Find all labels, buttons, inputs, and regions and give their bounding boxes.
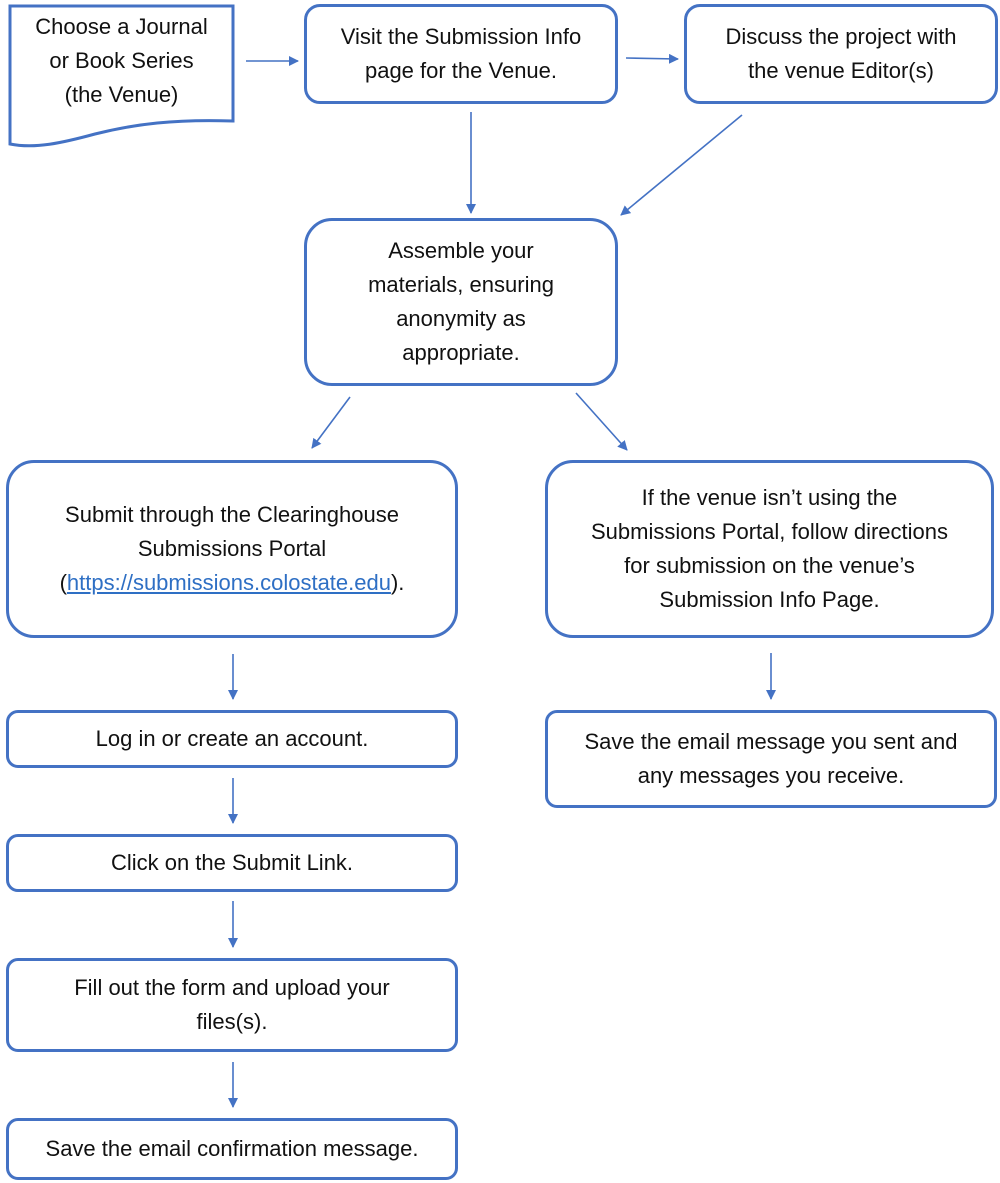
submit-portal-paren-open: ( (59, 570, 67, 596)
click-submit-text: Click on the Submit Link. (110, 849, 354, 875)
submissions-portal-link[interactable]: https://submissions.colostate.edu (66, 570, 391, 596)
arrow-assemble-to-not-using-portal (575, 392, 628, 451)
assemble-materials-line-2: materials, ensuring (368, 271, 554, 297)
arrow-visit-to-discuss (625, 53, 679, 64)
log-in-text: Log in or create an account. (95, 725, 369, 751)
submit-portal-line-1: Submit through the Clearinghouse (65, 501, 399, 527)
log-in-node: Log in or create an account. (6, 710, 458, 768)
save-confirmation-node: Save the email confirmation message. (6, 1118, 458, 1180)
choose-venue-line-1: Choose a Journal (35, 14, 208, 39)
fill-form-line-2: files(s). (196, 1009, 268, 1034)
save-email-sent-node: Save the email message you sent and any … (545, 710, 997, 808)
submit-portal-node: Submit through the Clearinghouse Submiss… (6, 460, 458, 638)
visit-submission-info-line-2: page for the Venue. (364, 58, 558, 83)
arrow-assemble-to-submit-portal (311, 396, 351, 449)
assemble-materials-line-4: appropriate. (402, 340, 520, 366)
submit-portal-line-3: (https://submissions.colostate.edu). (60, 566, 405, 600)
submit-portal-paren-close: ). (390, 570, 405, 596)
arrow-discuss-to-assemble (620, 114, 743, 216)
not-using-portal-line-2: Submissions Portal, follow directions (590, 518, 949, 544)
submit-portal-line-2: Submissions Portal (137, 535, 327, 561)
assemble-materials-line-1: Assemble your (388, 237, 534, 263)
fill-form-line-1: Fill out the form and upload your (74, 974, 390, 1000)
save-email-sent-line-1: Save the email message you sent and (584, 728, 958, 754)
not-using-portal-line-4: Submission Info Page. (659, 587, 880, 613)
choose-venue-line-2: or Book Series (49, 48, 194, 74)
save-email-sent-line-2: any messages you receive. (637, 763, 905, 788)
visit-submission-info-node: Visit the Submission Info page for the V… (304, 4, 618, 104)
save-confirmation-text: Save the email confirmation message. (45, 1135, 419, 1161)
visit-submission-info-line-1: Visit the Submission Info (340, 23, 582, 49)
discuss-project-node: Discuss the project with the venue Edito… (684, 4, 998, 104)
discuss-project-line-2: the venue Editor(s) (748, 58, 934, 83)
not-using-portal-line-1: If the venue isn’t using the (641, 484, 898, 510)
discuss-project-line-1: Discuss the project with (725, 23, 957, 49)
choose-venue-node: Choose a Journal or Book Series (the Ven… (10, 10, 233, 120)
click-submit-node: Click on the Submit Link. (6, 834, 458, 892)
assemble-materials-line-3: anonymity as (396, 306, 526, 331)
not-using-portal-line-3: for submission on the venue’s (624, 553, 915, 578)
not-using-portal-node: If the venue isn’t using the Submissions… (545, 460, 994, 638)
choose-venue-line-3: (the Venue) (64, 82, 179, 108)
assemble-materials-node: Assemble your materials, ensuring anonym… (304, 218, 618, 386)
fill-form-node: Fill out the form and upload your files(… (6, 958, 458, 1052)
